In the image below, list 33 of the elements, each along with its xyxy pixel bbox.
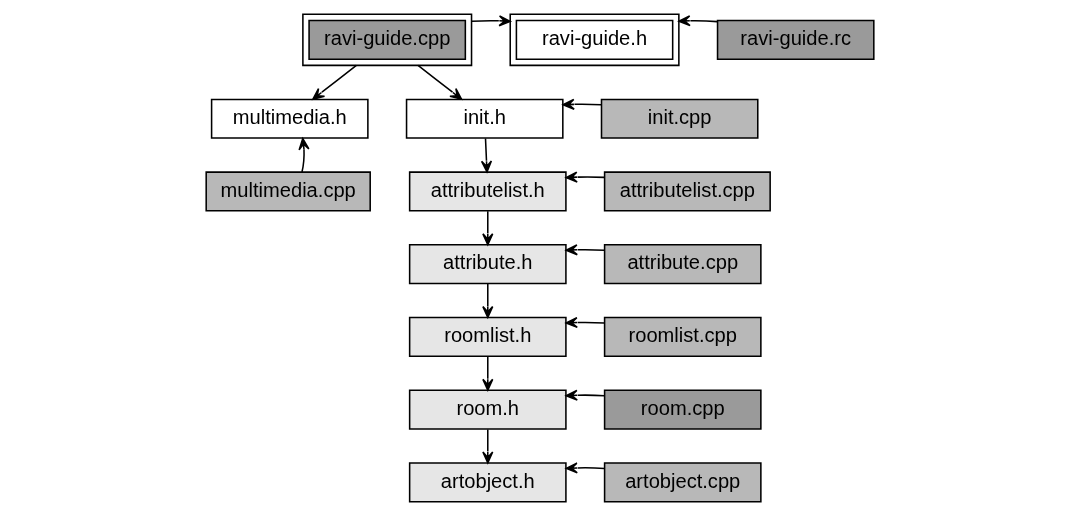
node-box: ravi-guide.cpp	[301, 13, 472, 67]
arrow	[311, 64, 357, 100]
arrow	[480, 137, 492, 173]
node-box: attributelist.h	[408, 171, 567, 212]
arrow	[481, 210, 493, 246]
node-box: ravi-guide.h	[508, 13, 680, 67]
arrow	[564, 462, 605, 474]
arrow	[561, 98, 602, 110]
node-box: multimedia.cpp	[204, 171, 371, 212]
arrow	[470, 15, 511, 27]
node-box: init.h	[405, 98, 564, 139]
node-box: room.cpp	[603, 389, 762, 430]
node-box: attribute.cpp	[603, 244, 762, 285]
node-box: roomlist.cpp	[603, 316, 762, 358]
node-box: artobject.cpp	[603, 462, 762, 503]
node-box: init.cpp	[600, 98, 759, 139]
arrow	[564, 244, 605, 256]
arrow	[416, 64, 462, 100]
node-box: room.h	[408, 389, 567, 430]
arrow	[481, 283, 493, 319]
arrow	[564, 171, 605, 183]
arrow	[481, 355, 493, 391]
node-box: multimedia.h	[210, 98, 369, 139]
node-box: attributelist.cpp	[603, 171, 771, 212]
arrow	[481, 428, 493, 464]
node-box: artobject.h	[408, 462, 567, 503]
arrow	[564, 316, 605, 329]
node-box: roomlist.h	[408, 316, 567, 358]
node-box: ravi-guide.rc	[716, 19, 875, 60]
arrow	[677, 15, 718, 27]
arrow	[297, 137, 310, 173]
arrow	[564, 389, 605, 401]
node-box: attribute.h	[408, 244, 567, 285]
